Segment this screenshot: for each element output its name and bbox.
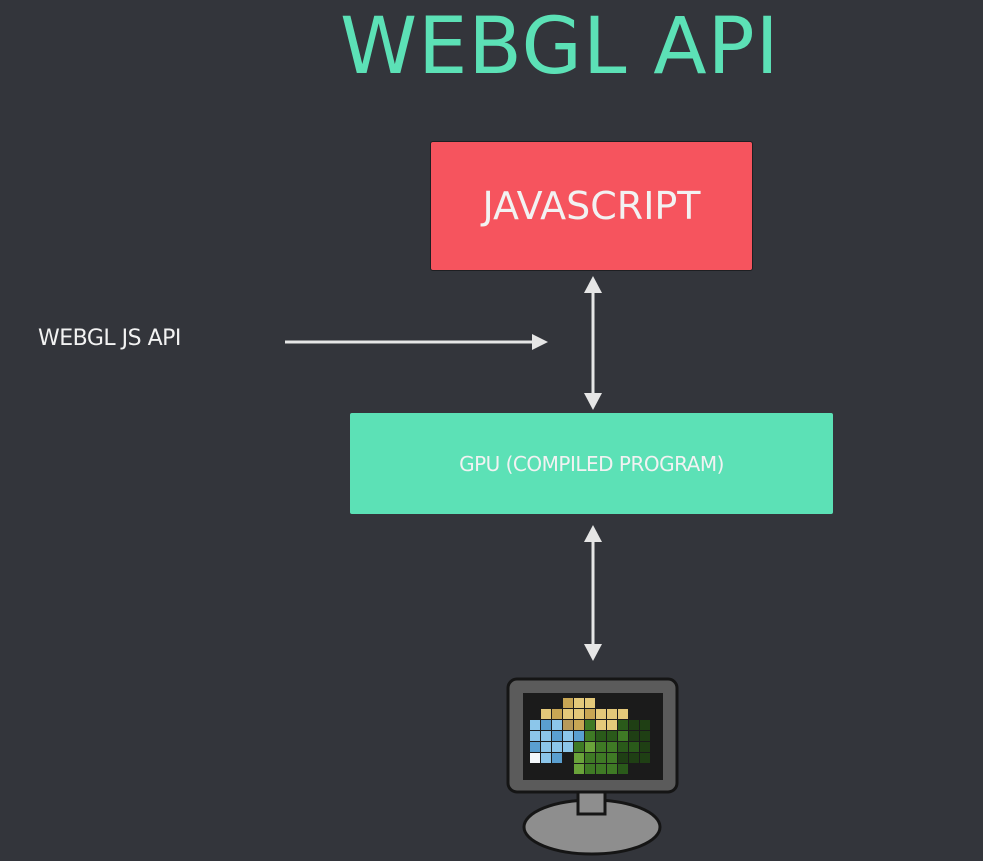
screen-pixel-art [530, 698, 650, 774]
javascript-label: JAVASCRIPT [482, 184, 701, 228]
api-arrow [285, 334, 548, 350]
monitor-icon [506, 677, 679, 856]
gpu-label: GPU (COMPILED PROGRAM) [459, 451, 724, 476]
javascript-box: JAVASCRIPT [430, 141, 753, 271]
webgl-js-api-label: WEBGL JS API [38, 326, 181, 351]
gpu-display-arrow [584, 525, 602, 661]
diagram-title: WEBGL API [340, 2, 780, 92]
js-gpu-arrow [584, 276, 602, 410]
gpu-box: GPU (COMPILED PROGRAM) [350, 413, 833, 514]
